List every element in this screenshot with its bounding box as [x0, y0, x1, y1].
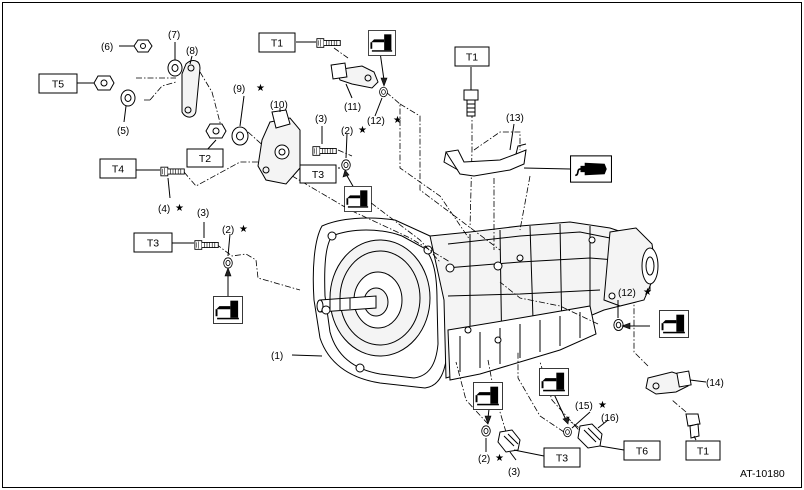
o-ring-2-upper	[341, 159, 351, 171]
star-icon: ★	[643, 287, 652, 298]
bracket-8	[181, 60, 201, 118]
callout-5: (5)	[117, 126, 129, 137]
bolt-3-bottom	[497, 429, 521, 453]
o-ring-2-left	[223, 257, 233, 269]
callout-14: (14)	[706, 378, 724, 389]
callout-15: (15)	[575, 401, 593, 412]
star-icon: ★	[239, 224, 248, 235]
oil-can-icon	[368, 30, 396, 56]
washer-7	[167, 59, 183, 77]
star-icon: ★	[495, 453, 504, 464]
callout-11: (11)	[344, 102, 361, 113]
star-icon: ★	[358, 125, 367, 136]
bolt-3-left	[194, 240, 219, 250]
callout-12: (12)	[618, 288, 636, 299]
callout-12: (12)	[367, 116, 385, 127]
assembly-guide-lines	[136, 47, 687, 439]
bolt-t1-top	[316, 38, 341, 48]
callout-16: (16)	[601, 413, 619, 424]
callout-13: (13)	[506, 113, 524, 124]
callout-2: (2)	[341, 126, 353, 137]
bolt-t1-bottom	[685, 413, 701, 439]
torque-tag: T1	[271, 38, 283, 50]
torque-tag: T3	[312, 169, 324, 181]
o-ring-2-bottom	[481, 425, 491, 437]
torque-tags: T1 T1 T1 T2 T3 T3 T3 T4 T5 T6	[38, 32, 721, 468]
speed-sensor-11	[330, 62, 379, 89]
bracket-13	[443, 143, 527, 177]
speed-sensor-14	[645, 370, 692, 395]
torque-tag: T5	[52, 79, 64, 91]
washer-15	[563, 426, 572, 438]
callout-8: (8)	[186, 46, 198, 57]
star-icon: ★	[598, 400, 607, 411]
nut-t2	[205, 123, 227, 139]
o-ring-12-top	[379, 86, 388, 98]
oil-can-icon	[539, 368, 569, 396]
o-ring-12-right	[613, 318, 624, 332]
callout-3: (3)	[315, 114, 327, 125]
callout-10: (10)	[270, 100, 288, 111]
inhibitor-switch-10	[257, 109, 301, 185]
nut-t5	[93, 75, 115, 91]
callout-6: (6)	[101, 42, 113, 53]
oil-can-icon	[213, 296, 243, 324]
star-icon: ★	[393, 115, 402, 126]
washer-5	[120, 89, 136, 107]
transmission-assembly	[312, 217, 659, 389]
torque-tag: T3	[556, 453, 568, 465]
oil-can-icon	[344, 186, 372, 212]
callout-2: (2)	[478, 454, 490, 465]
star-icon: ★	[256, 83, 265, 94]
callout-2: (2)	[222, 225, 234, 236]
callout-9: (9)	[233, 84, 245, 95]
torque-tag: T2	[199, 153, 211, 165]
callout-7: (7)	[168, 30, 180, 41]
grease-tube-icon	[570, 154, 612, 184]
callout-labels: (6) (7) (8) (5) (9) ★ (10) (4) ★ (3) (2)…	[101, 30, 724, 478]
torque-tag: T1	[466, 52, 478, 64]
torque-tag: T4	[112, 164, 124, 176]
torque-tag: T1	[697, 446, 709, 458]
callout-1: (1)	[271, 351, 283, 362]
callout-3: (3)	[508, 467, 520, 478]
bolt-4	[160, 166, 185, 177]
callout-4: (4)	[158, 204, 170, 215]
oil-can-icon	[659, 310, 689, 338]
torque-tag: T6	[636, 446, 648, 458]
bolt-t1-vertical	[463, 89, 479, 117]
leader-lines	[77, 41, 707, 461]
oil-can-icon	[473, 382, 503, 410]
callout-3: (3)	[197, 208, 209, 219]
bolt-3-upper	[312, 146, 337, 156]
figure-id: AT-10180	[740, 468, 785, 480]
nut-6	[133, 39, 153, 53]
washer-9	[231, 126, 249, 146]
star-icon: ★	[175, 203, 184, 214]
torque-tag: T3	[147, 238, 159, 250]
